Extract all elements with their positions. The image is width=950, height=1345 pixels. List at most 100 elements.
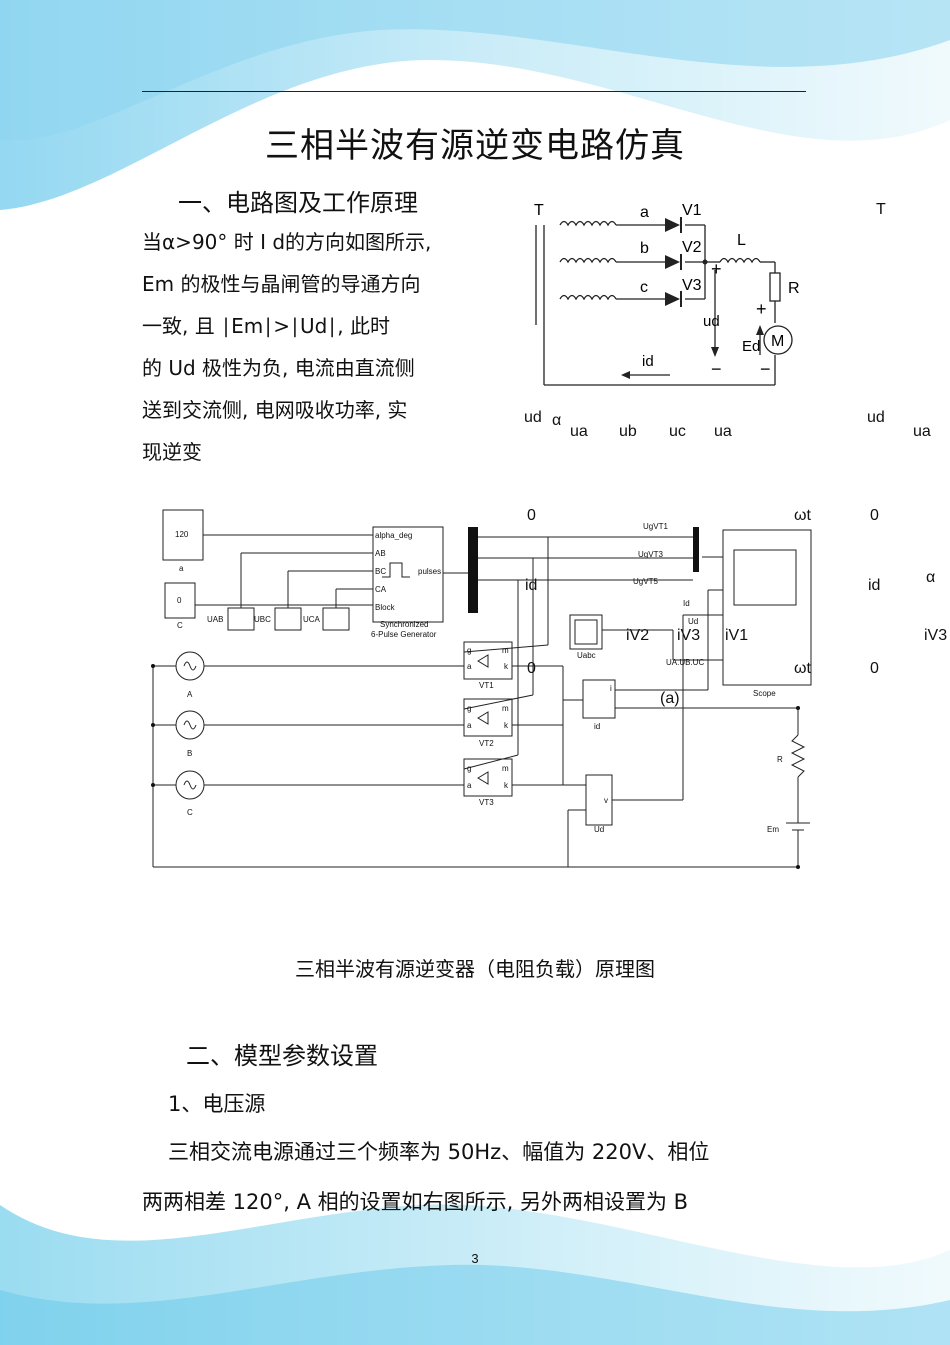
- port-label: k: [504, 781, 509, 790]
- gen-name: 6-Pulse Generator: [371, 630, 437, 639]
- scope-signal: UgVT5: [633, 577, 658, 586]
- wave-id-label: id: [525, 577, 538, 594]
- source-name: C: [187, 808, 193, 817]
- figure-caption: 三相半波有源逆变器（电阻负载）原理图: [295, 957, 655, 981]
- section2-heading: 二、模型参数设置: [186, 1042, 378, 1070]
- para-line: 的 Ud 极性为负, 电流由直流侧: [142, 356, 415, 380]
- thyristor-name: VT1: [479, 681, 494, 690]
- transformer-label-right: T: [876, 201, 886, 218]
- vm-label: UBC: [254, 615, 271, 624]
- port-label: v: [604, 796, 608, 805]
- plus-sign: +: [711, 259, 722, 279]
- gen-port: CA: [375, 585, 387, 594]
- phase-a-label: a: [640, 204, 649, 221]
- port-label: i: [610, 684, 612, 693]
- para-line: 送到交流侧, 电网吸收功率, 实: [142, 398, 408, 422]
- uabc-name: Uabc: [577, 651, 596, 660]
- port-label: m: [502, 646, 509, 655]
- resistor-name: R: [777, 755, 783, 764]
- page-number: 3: [471, 1251, 479, 1266]
- para-line: Em 的极性与晶闸管的导通方向: [142, 272, 421, 296]
- const-name: C: [177, 621, 183, 630]
- em-name: Em: [767, 825, 779, 834]
- gen-port: Block: [375, 603, 396, 612]
- wave-zero-label: 0: [527, 507, 536, 524]
- const-value: 120: [175, 530, 189, 539]
- scope-signal: UA.UB.UC: [666, 658, 704, 667]
- scope-signal: Ud: [688, 617, 698, 626]
- gen-name: Synchronized: [380, 620, 428, 629]
- source-name: A: [187, 690, 193, 699]
- v1-label: V1: [682, 202, 702, 219]
- gen-port: AB: [375, 549, 386, 558]
- wave-wt-label: ωt: [794, 507, 811, 524]
- wave-ua-label: ua: [570, 423, 588, 440]
- v2-label: V2: [682, 239, 702, 256]
- section2-line1: 三相交流电源通过三个频率为 50Hz、幅值为 220V、相位: [168, 1140, 710, 1164]
- page-title: 三相半波有源逆变电路仿真: [265, 126, 685, 166]
- wave-wt-label: ωt: [794, 660, 811, 677]
- section1-paragraph: 当α>90° 时 I d的方向如图所示, Em 的极性与晶闸管的导通方向 一致,…: [142, 221, 502, 473]
- port-label: a: [467, 781, 472, 790]
- wave-alpha-label: α: [926, 569, 936, 586]
- wave-zero-label: 0: [870, 660, 879, 677]
- wave-zero-label: 0: [870, 507, 879, 524]
- id-meter-name: id: [594, 722, 600, 731]
- wave-ud-label: ud: [524, 409, 542, 426]
- phase-c-label: c: [640, 279, 648, 296]
- plus-sign: +: [756, 299, 767, 319]
- scope-name: Scope: [753, 689, 776, 698]
- gen-port: alpha_deg: [375, 531, 412, 540]
- scope-signal: UgVT3: [638, 550, 663, 559]
- id-label: id: [642, 353, 654, 370]
- ud-label: ud: [703, 313, 720, 330]
- v3-label: V3: [682, 277, 702, 294]
- gen-output: pulses: [418, 567, 441, 576]
- port-label: g: [467, 646, 471, 655]
- port-label: a: [467, 721, 472, 730]
- thyristor-name: VT2: [479, 739, 494, 748]
- port-label: k: [504, 662, 509, 671]
- wave-ua-label: ua: [913, 423, 931, 440]
- wave-zero-label: 0: [527, 660, 536, 677]
- minus-sign: −: [760, 359, 771, 379]
- port-label: g: [467, 764, 471, 773]
- simulink-model: 120 a 0 C alpha_deg AB BC CA Block pulse…: [151, 509, 812, 869]
- wave-id-label: id: [868, 577, 881, 594]
- thyristor-name: VT3: [479, 798, 494, 807]
- transformer-label: T: [534, 202, 544, 219]
- port-label: k: [504, 721, 509, 730]
- wave-iv1-label: iV1: [725, 627, 749, 644]
- wave-a-label: (a): [660, 690, 680, 707]
- scope-signal: UgVT1: [643, 522, 668, 531]
- motor-label: M: [771, 333, 784, 350]
- port-label: m: [502, 764, 509, 773]
- circuit-diagram: T a b c V1 V2 V3 L R M ud Ed id + + − −: [534, 202, 800, 386]
- inductor-label: L: [737, 232, 746, 249]
- vm-label: UAB: [207, 615, 223, 624]
- wave-iv3-label: iV3: [924, 627, 948, 644]
- para-line: 当α>90° 时 I d的方向如图所示,: [142, 230, 432, 254]
- scope-signal: Id: [683, 599, 690, 608]
- wave-uc-label: uc: [669, 423, 686, 440]
- vm-label: UCA: [303, 615, 321, 624]
- minus-sign: −: [711, 359, 722, 379]
- wave-iv2-label: iV2: [626, 627, 650, 644]
- phase-b-label: b: [640, 240, 649, 257]
- header-rule: [142, 91, 806, 92]
- ed-label: Ed: [742, 338, 760, 355]
- port-label: a: [467, 662, 472, 671]
- const-name: a: [179, 564, 184, 573]
- resistor-label: R: [788, 280, 800, 297]
- section2-sub1: 1、电压源: [168, 1092, 266, 1116]
- section2-line2: 两两相差 120°, A 相的设置如右图所示, 另外两相设置为 B: [142, 1190, 689, 1214]
- port-label: g: [467, 704, 471, 713]
- port-label: m: [502, 704, 509, 713]
- wave-alpha-label: α: [552, 412, 562, 429]
- para-line: 现逆变: [142, 440, 202, 464]
- gen-port: BC: [375, 567, 386, 576]
- wave-ud-label: ud: [867, 409, 885, 426]
- wave-ub-label: ub: [619, 423, 637, 440]
- para-line: 一致, 且 ∣Em∣>∣Ud∣, 此时: [142, 314, 390, 338]
- source-name: B: [187, 749, 192, 758]
